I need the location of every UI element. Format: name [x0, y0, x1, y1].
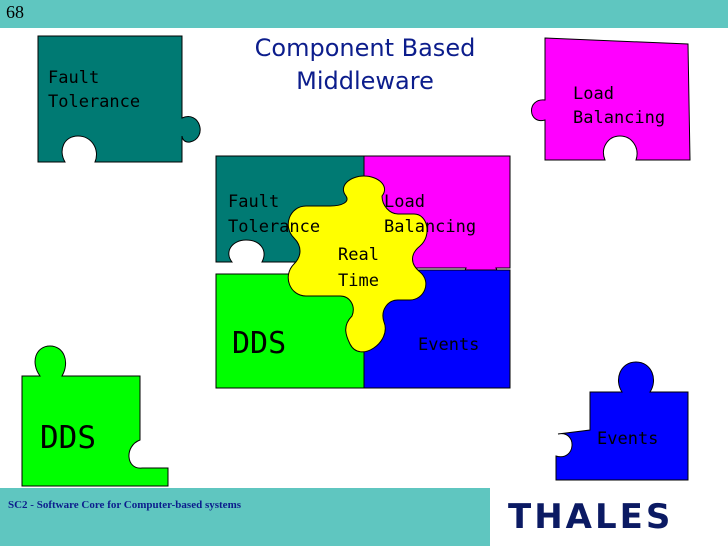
footer-text: SC2 - Software Core for Computer-based s…: [8, 499, 242, 511]
assembled-fault-tolerance-label: Fault Tolerance: [228, 192, 321, 237]
slide-title: Component Based Middleware: [200, 32, 530, 98]
fault-tolerance-corner-label: Fault Tolerance: [48, 68, 141, 112]
footer-bar: SC2 - Software Core for Computer-based s…: [0, 488, 728, 546]
slide-number: 68: [6, 2, 24, 22]
assembled-events-label: Events: [418, 335, 480, 355]
title-line-2: Middleware: [296, 67, 434, 95]
load-balancing-corner-label: Load Balancing: [573, 84, 666, 128]
top-bar: [0, 0, 728, 28]
thales-logo: THALES: [490, 488, 728, 546]
assembled-dds-label: DDS: [232, 326, 287, 361]
title-line-1: Component Based: [254, 34, 476, 62]
fault-tolerance-corner-piece: [37, 35, 201, 163]
load-balancing-corner-piece: [531, 37, 691, 161]
assembled-real-time-label: Real Time: [338, 245, 379, 291]
assembled-load-balancing-label: Load Balancing: [384, 192, 477, 237]
events-corner-label: Events: [597, 429, 659, 449]
events-corner-piece: [555, 361, 689, 481]
dds-corner-piece: [21, 345, 169, 487]
assembled-real-time-piece: [287, 175, 428, 353]
thales-logo-text: THALES: [508, 497, 674, 537]
dds-corner-label: DDS: [40, 420, 96, 456]
